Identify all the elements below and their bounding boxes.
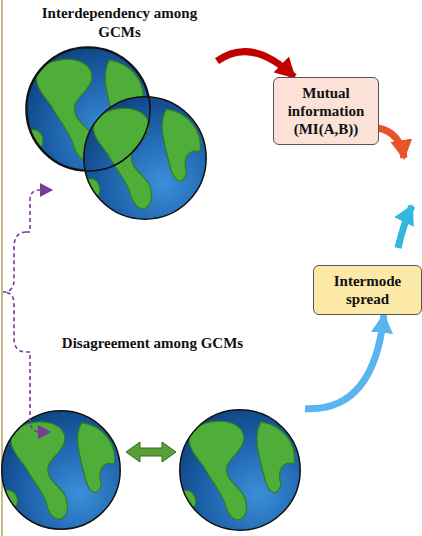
curved-arrow: [378, 128, 404, 158]
curved-arrow: [398, 206, 412, 248]
dashed-arrow: [26, 352, 50, 432]
dashed-arrow: [26, 190, 52, 232]
bracket: [3, 232, 26, 352]
process-box: Mutual information (MI(A,B)): [273, 77, 379, 145]
panel-border: [1, 0, 3, 536]
double-arrow: [126, 442, 176, 462]
box-label: Intermode spread: [320, 272, 415, 308]
globe-group: Disagreement among GCMs: [0, 334, 305, 536]
curved-arrow: [305, 315, 384, 409]
globe: [180, 410, 300, 530]
globe: [2, 411, 120, 529]
group-heading: Disagreement among GCMs: [53, 334, 253, 353]
process-box: Intermode spread: [313, 265, 422, 315]
group-heading: Interdependency among GCMs: [25, 4, 215, 42]
curved-arrow: [217, 52, 294, 77]
globe-outline: [26, 47, 150, 171]
globe-group: Interdependency among GCMs: [22, 4, 217, 224]
box-label: Mutual information (MI(A,B)): [280, 84, 372, 138]
globe: [84, 97, 206, 219]
